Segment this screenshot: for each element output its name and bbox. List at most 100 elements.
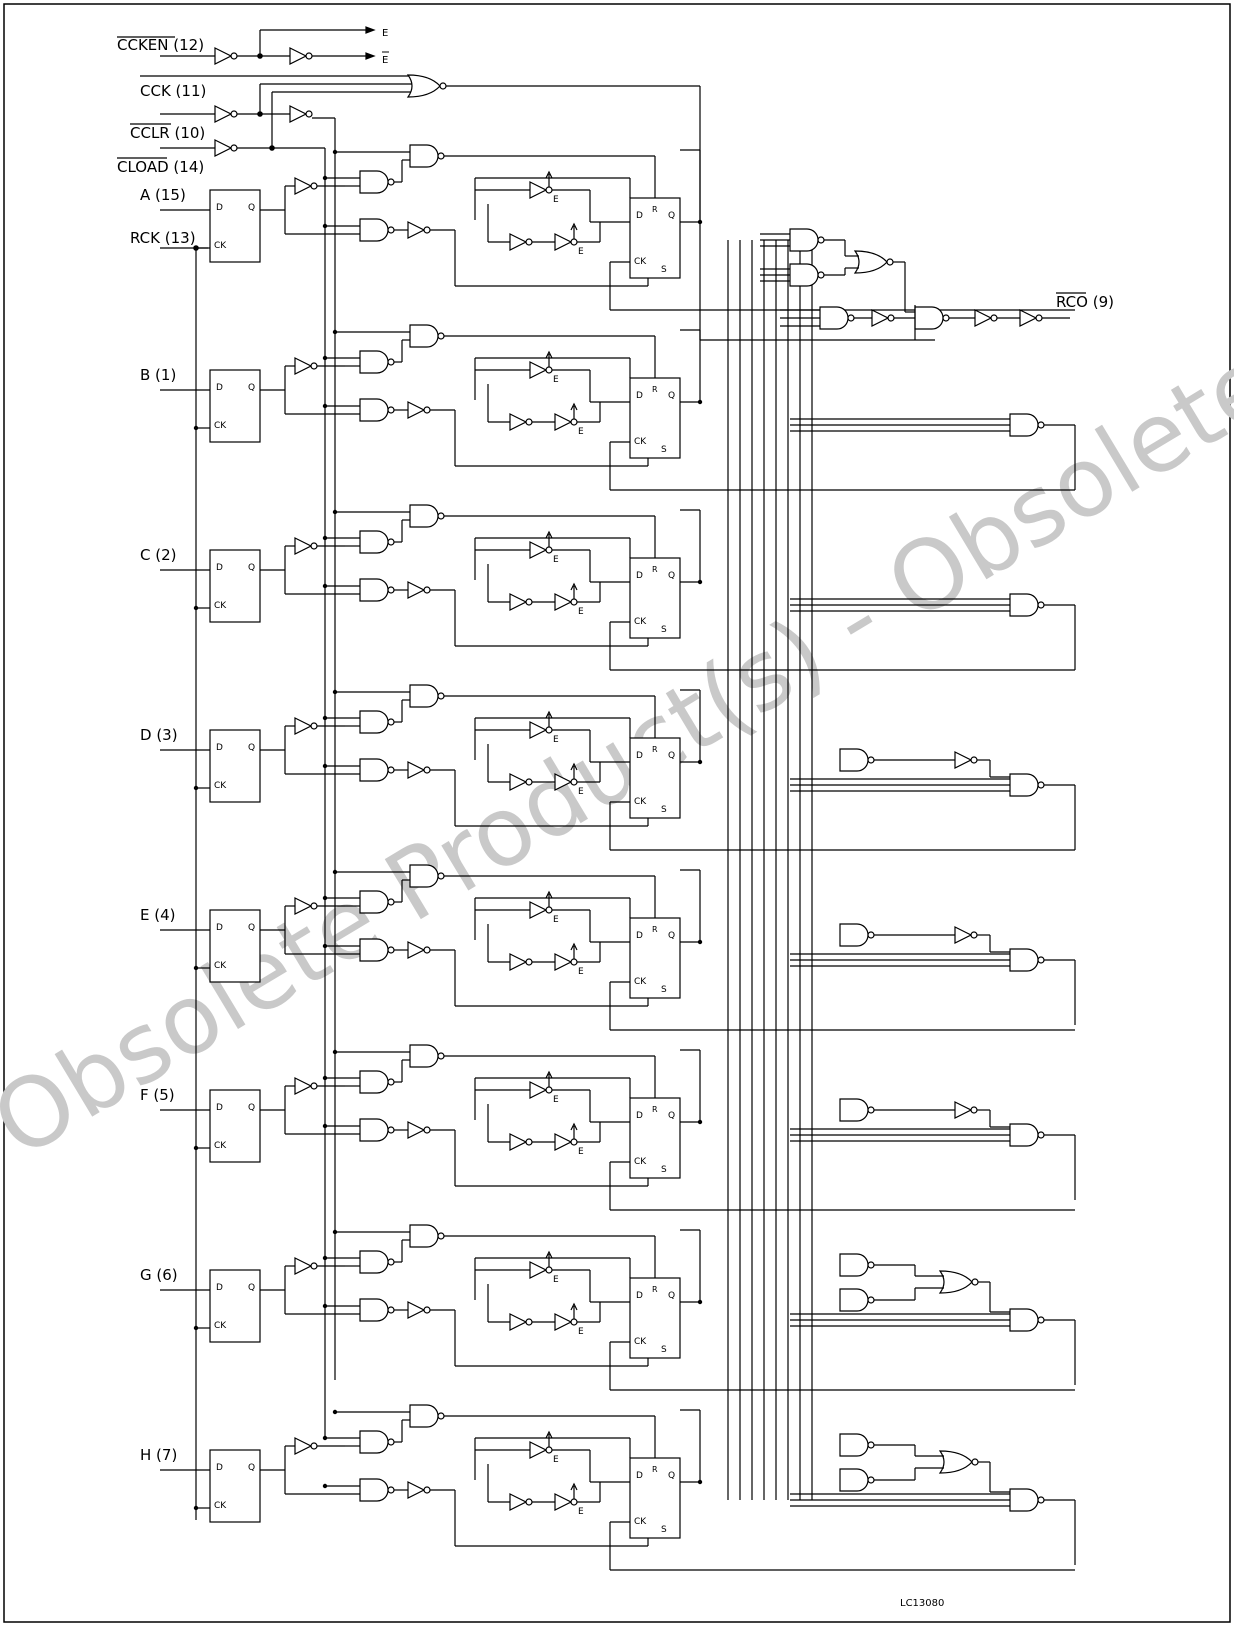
pin-d-label: D xyxy=(216,563,223,573)
pin-r-label: R xyxy=(652,565,658,574)
enable-pin-label: E xyxy=(553,1095,559,1105)
tristate-e: E xyxy=(529,1250,559,1285)
pin-q-label: Q xyxy=(668,571,675,581)
pin-q-label: Q xyxy=(248,1103,255,1113)
junction-dot xyxy=(322,763,328,769)
pin-q-label: Q xyxy=(248,203,255,213)
stage-output-nand xyxy=(1009,593,1045,617)
pin-q-label: Q xyxy=(668,1291,675,1301)
load-nand-gate xyxy=(359,710,395,734)
data-nand-gate xyxy=(359,758,395,782)
pin-d-label: D xyxy=(216,203,223,213)
data-input-label-d: D (3) xyxy=(140,726,178,744)
decode-or-1 xyxy=(853,250,894,274)
data-input-label-b: B (1) xyxy=(140,366,176,384)
junction-dot xyxy=(257,111,263,117)
pin-s-label: S xyxy=(661,985,667,995)
junction-dot xyxy=(332,689,338,695)
junction-dot xyxy=(332,1049,338,1055)
junction-dot xyxy=(332,1409,338,1415)
junction-dot xyxy=(322,175,328,181)
ccken-label: CCKEN (12) xyxy=(117,36,204,54)
enable-pin-label: E xyxy=(578,1327,584,1337)
pin-ck-label: CK xyxy=(634,797,647,807)
junction-dot xyxy=(193,245,199,251)
load-nand-gate xyxy=(359,1070,395,1094)
junction-dot xyxy=(322,715,328,721)
output-e-bar-label: E xyxy=(382,55,388,66)
junction-dot xyxy=(322,1483,328,1489)
clear-nand-gate xyxy=(409,1404,445,1428)
pin-q-label: Q xyxy=(668,211,675,221)
data-nand-gate xyxy=(359,1118,395,1142)
decode-nand-2 xyxy=(789,263,825,287)
junction-dot xyxy=(322,355,328,361)
cclr-label: CCLR (10) xyxy=(130,124,205,142)
rco-output-label: RCO (9) xyxy=(1056,293,1114,311)
data-nand-gate xyxy=(359,1298,395,1322)
stage-decode-2 xyxy=(790,593,1076,670)
junction-dot xyxy=(322,1123,328,1129)
pin-r-label: R xyxy=(652,1105,658,1114)
pin-q-label: Q xyxy=(248,563,255,573)
cclr-inverter xyxy=(214,105,238,123)
junction-dot xyxy=(193,965,199,971)
data-inverter xyxy=(407,221,431,239)
pin-r-label: R xyxy=(652,1285,658,1294)
pin-r-label: R xyxy=(652,385,658,394)
pin-s-label: S xyxy=(661,805,667,815)
enable-pin-label: E xyxy=(553,375,559,385)
junction-dot xyxy=(193,425,199,431)
pin-ck-label: CK xyxy=(214,241,227,251)
output-e-label: E xyxy=(382,28,388,39)
pin-r-label: R xyxy=(652,205,658,214)
decode-nand-3 xyxy=(819,306,855,330)
data-input-label-h: H (7) xyxy=(140,1446,177,1464)
clear-nand-gate xyxy=(409,1044,445,1068)
clear-nand-gate xyxy=(409,684,445,708)
stage-output-nand xyxy=(1009,413,1045,437)
junction-dot xyxy=(322,1303,328,1309)
pin-d-label: D xyxy=(636,391,643,401)
pin-q-label: Q xyxy=(668,931,675,941)
stage-and-gate-a xyxy=(839,1433,875,1457)
junction-dot xyxy=(332,509,338,515)
pin-ck-label: CK xyxy=(634,1517,647,1527)
data-inverter xyxy=(407,401,431,419)
load-nand-gate xyxy=(359,530,395,554)
pin-ck-label: CK xyxy=(634,617,647,627)
stage-output-nand xyxy=(1009,948,1045,972)
pin-r-label: R xyxy=(652,925,658,934)
data-nand-gate xyxy=(359,578,395,602)
arrow-e xyxy=(365,26,376,34)
clear-nand-gate xyxy=(409,1224,445,1248)
enable-pin-label: E xyxy=(553,1455,559,1465)
stage-output-nand xyxy=(1009,1488,1045,1512)
pin-r-label: R xyxy=(652,1465,658,1474)
pin-ck-label: CK xyxy=(634,977,647,987)
pin-ck-label: CK xyxy=(214,961,227,971)
junction-dot xyxy=(322,403,328,409)
data-nand-gate xyxy=(359,398,395,422)
stage-and-gate xyxy=(839,1098,875,1122)
pin-ck-label: CK xyxy=(214,1501,227,1511)
load-nand-gate xyxy=(359,170,395,194)
pin-s-label: S xyxy=(661,1525,667,1535)
enable-pin-label: E xyxy=(578,1507,584,1517)
pin-d-label: D xyxy=(216,1283,223,1293)
cck-label: CCK (11) xyxy=(140,82,206,100)
junction-dot xyxy=(193,605,199,611)
junction-dot xyxy=(269,145,275,151)
data-nand-gate xyxy=(359,938,395,962)
stage-and-gate-a xyxy=(839,1253,875,1277)
